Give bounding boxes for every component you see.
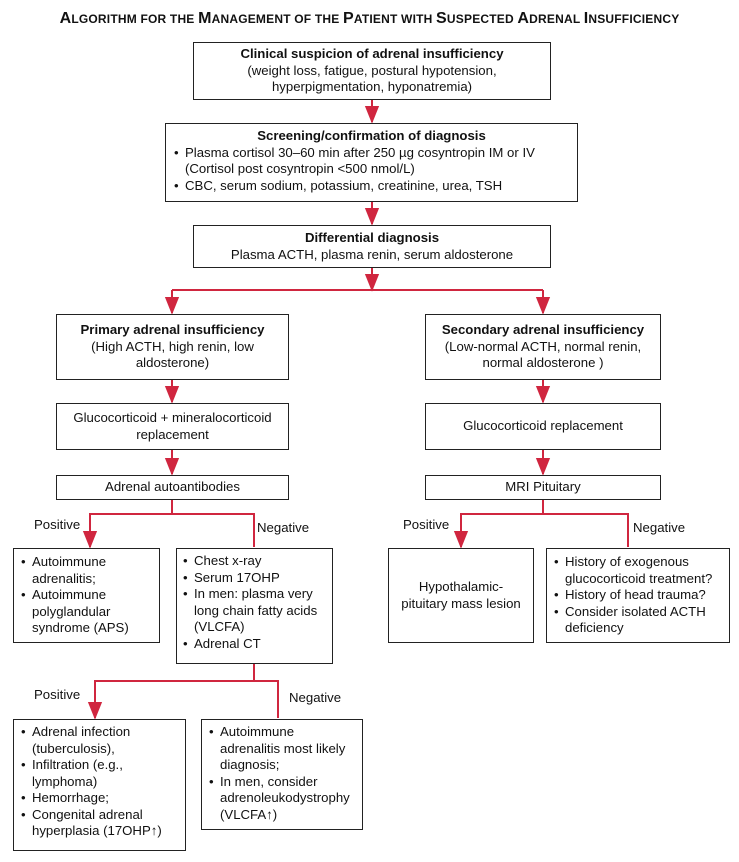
node-glucocorticoid-replacement: Glucocorticoid replacement [425, 403, 661, 450]
node-negative-workup: Chest x-ray Serum 17OHP In men: plasma v… [176, 548, 333, 664]
node-body: (High ACTH, high renin, low aldosterone) [91, 338, 254, 371]
connector-autoantibodies-positive [82, 500, 173, 549]
title-part: M [198, 10, 212, 27]
bullet-item: History of head trauma? [554, 587, 722, 604]
node-history: History of exogenous glucocorticoid trea… [546, 548, 730, 643]
bullet-item: Infiltration (e.g., lymphoma) [21, 757, 178, 790]
connector-autoantibodies-negative [172, 513, 255, 547]
node-primary-insufficiency: Primary adrenal insufficiency (High ACTH… [56, 314, 289, 380]
diagram-title: ALGORITHM FOR THE MANAGEMENT OF THE PATI… [0, 10, 739, 28]
edge-label-negative: Negative [633, 520, 686, 535]
title-part: NSUFFICIENCY [588, 12, 680, 26]
bullet-item: Autoimmune polyglandular syndrome (APS) [21, 587, 152, 637]
node-body: MRI Pituitary [505, 479, 581, 495]
node-adrenal-autoantibodies: Adrenal autoantibodies [56, 475, 289, 500]
node-autoimmune-positive: Autoimmune adrenalitis; Autoimmune polyg… [13, 548, 160, 643]
bullet-item: History of exogenous glucocorticoid trea… [554, 554, 722, 587]
node-body: (Low-normal ACTH, normal renin, normal a… [444, 338, 642, 371]
connector-mri-positive [453, 500, 544, 549]
bullet-item: Congenital adrenal hyperplasia (17OHP↑) [21, 807, 178, 840]
node-gluco-mineral-replacement: Glucocorticoid + mineralocorticoid repla… [56, 403, 289, 450]
bullet-item: In men: plasma very long chain fatty aci… [183, 586, 326, 636]
node-heading: Primary adrenal insufficiency [80, 322, 265, 338]
node-heading: Clinical suspicion of adrenal insufficie… [240, 46, 504, 62]
title-part: I [583, 10, 589, 27]
node-heading: Secondary adrenal insufficiency [441, 322, 645, 338]
title-part: A [59, 10, 72, 27]
connector-mri-negative [543, 513, 629, 547]
connector-workup-positive [87, 664, 255, 720]
node-clinical-suspicion: Clinical suspicion of adrenal insufficie… [193, 42, 551, 100]
bullet-item: Adrenal CT [183, 636, 326, 653]
node-body: (weight loss, fatigue, postural hypotens… [247, 62, 497, 95]
node-secondary-insufficiency: Secondary adrenal insufficiency (Low-nor… [425, 314, 661, 380]
node-bullets: Plasma cortisol 30–60 min after 250 µg c… [174, 145, 569, 195]
edge-label-negative: Negative [257, 520, 310, 535]
edge-label-negative: Negative [289, 690, 342, 705]
node-heading: Screening/confirmation of diagnosis [257, 128, 486, 143]
connector-workup-negative [254, 680, 279, 718]
bullet-item: Consider isolated ACTH deficiency [554, 604, 722, 637]
edge-label-positive: Positive [34, 517, 81, 532]
bullet-item: Serum 17OHP [183, 570, 326, 587]
edge-label-positive: Positive [403, 517, 450, 532]
bullet-item: CBC, serum sodium, potassium, creatinine… [174, 178, 569, 195]
node-screening: Screening/confirmation of diagnosis Plas… [165, 123, 578, 202]
bullet-item: Plasma cortisol 30–60 min after 250 µg c… [174, 145, 569, 178]
bullet-item: Adrenal infection (tuberculosis), [21, 724, 178, 757]
node-hypothalamic-lesion: Hypothalamic-pituitary mass lesion [388, 548, 534, 643]
node-body: Glucocorticoid + mineralocorticoid repla… [73, 410, 272, 442]
title-part: DRENAL [529, 12, 584, 26]
bullet-item: Autoimmune adrenalitis most likely diagn… [209, 724, 355, 774]
node-differential-diagnosis: Differential diagnosis Plasma ACTH, plas… [193, 225, 551, 268]
node-bullets: Autoimmune adrenalitis; Autoimmune polyg… [21, 554, 152, 637]
title-part: A [517, 10, 530, 27]
node-adrenal-infection: Adrenal infection (tuberculosis), Infilt… [13, 719, 186, 851]
node-autoimmune-likely: Autoimmune adrenalitis most likely diagn… [201, 719, 363, 830]
bullet-item: Hemorrhage; [21, 790, 178, 807]
node-body: Glucocorticoid replacement [463, 418, 623, 434]
title-part: ATIENT WITH [353, 12, 437, 26]
title-part: ANAGEMENT OF THE [211, 12, 343, 26]
bullet-item: Chest x-ray [183, 553, 326, 570]
node-bullets: Adrenal infection (tuberculosis), Infilt… [21, 724, 178, 840]
bullet-item: In men, consider adrenoleukodystrophy (V… [209, 774, 355, 824]
node-heading: Differential diagnosis [304, 230, 440, 245]
node-body: Hypothalamic-pituitary mass lesion [401, 579, 521, 611]
title-part: USPECTED [446, 12, 518, 26]
node-bullets: History of exogenous glucocorticoid trea… [554, 554, 722, 637]
node-bullets: Chest x-ray Serum 17OHP In men: plasma v… [183, 553, 326, 652]
title-part: P [343, 10, 354, 27]
node-mri-pituitary: MRI Pituitary [425, 475, 661, 500]
title-part: S [436, 10, 447, 27]
node-body: Adrenal autoantibodies [105, 479, 240, 495]
title-part: LGORITHM FOR THE [71, 12, 199, 26]
bullet-item: Autoimmune adrenalitis; [21, 554, 152, 587]
edge-label-positive: Positive [34, 687, 81, 702]
node-bullets: Autoimmune adrenalitis most likely diagn… [209, 724, 355, 823]
node-body: Plasma ACTH, plasma renin, serum aldoste… [230, 246, 514, 262]
